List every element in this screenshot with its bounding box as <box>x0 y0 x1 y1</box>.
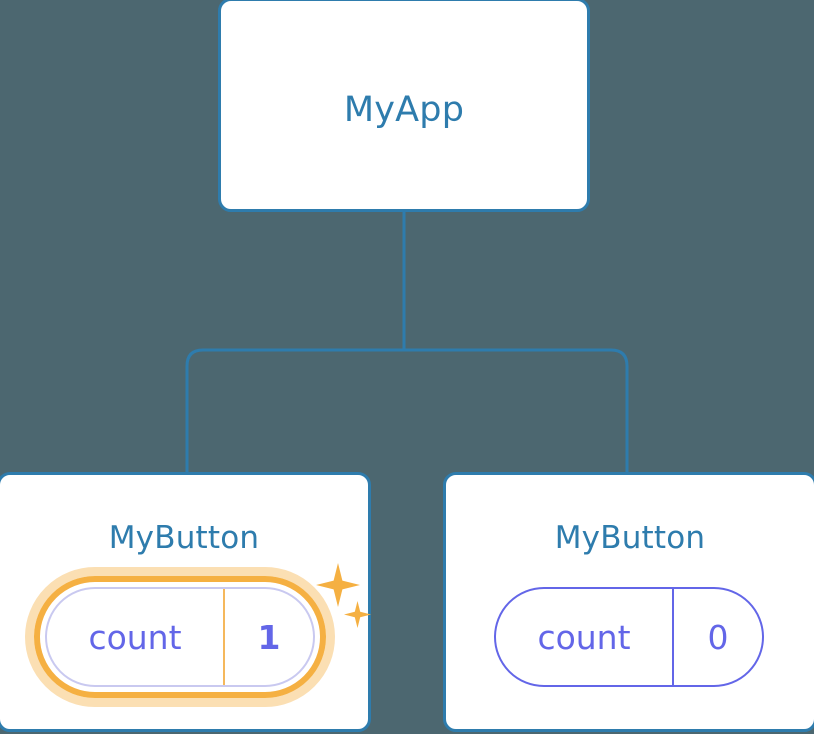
state-pill-divider-right <box>672 589 674 685</box>
state-pill-divider-left <box>223 589 225 685</box>
state-value-right: 0 <box>707 617 729 657</box>
state-key-left: count <box>88 617 182 657</box>
node-card-mybutton-right[interactable]: MyButton count 0 <box>443 472 814 732</box>
state-key-right: count <box>537 617 631 657</box>
state-pill-left[interactable]: count 1 <box>25 567 335 707</box>
state-pill-body-left[interactable]: count 1 <box>45 587 315 687</box>
state-value-left: 1 <box>257 617 281 657</box>
node-title-mybutton-left: MyButton <box>108 520 260 556</box>
sparkle-large-icon <box>316 563 360 607</box>
node-card-mybutton-left[interactable]: MyButton count 1 <box>0 472 371 732</box>
connector-children-bus <box>185 348 629 472</box>
state-pill-right[interactable]: count 0 <box>494 587 764 687</box>
node-title-myapp: MyApp <box>343 90 465 130</box>
node-card-myapp[interactable]: MyApp <box>218 0 590 212</box>
state-pill-body-right[interactable]: count 0 <box>494 587 764 687</box>
node-title-mybutton-right: MyButton <box>554 520 706 556</box>
sparkle-small-icon <box>344 601 371 628</box>
